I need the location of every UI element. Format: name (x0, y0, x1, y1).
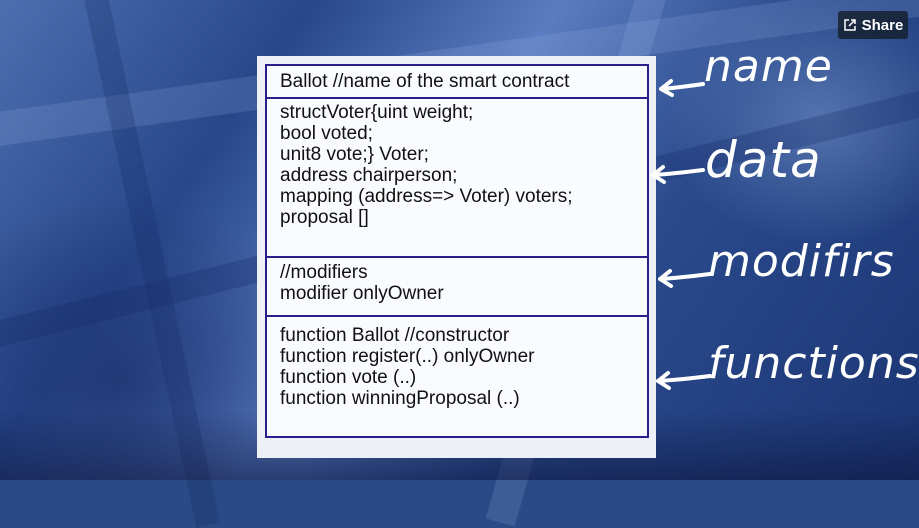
annotation-data: data (705, 131, 822, 189)
functions-arrow-icon (656, 371, 712, 390)
annotation-name: name (704, 41, 833, 92)
annotation-modifiers: modifirs (708, 236, 895, 287)
name-section: Ballot //name of the smart contract (267, 66, 647, 97)
share-label: Share (861, 16, 904, 34)
contract-diagram: Ballot //name of the smart contract stru… (265, 64, 649, 438)
data-line: proposal [] (280, 207, 369, 228)
share-icon (843, 19, 856, 31)
modifier-line: modifier onlyOwner (280, 283, 444, 304)
data-line: mapping (address=> Voter) voters; (280, 186, 573, 207)
name-line: Ballot //name of the smart contract (280, 71, 570, 92)
data-section: structVoter{uint weight; bool voted; uni… (267, 97, 647, 256)
data-arrow-icon (651, 165, 705, 184)
data-line: bool voted; (280, 123, 373, 144)
annotation-functions: functions (708, 338, 919, 389)
function-line: function register(..) onlyOwner (280, 346, 535, 367)
data-line: structVoter{uint weight; (280, 102, 474, 123)
function-line: function Ballot //constructor (280, 325, 510, 346)
modifiers-arrow-icon (658, 269, 712, 288)
modifier-line: //modifiers (280, 262, 368, 283)
data-line: unit8 vote;} Voter; (280, 144, 429, 165)
data-line: address chairperson; (280, 165, 458, 186)
function-line: function vote (..) (280, 367, 417, 388)
name-arrow-icon (659, 79, 705, 97)
function-line: function winningProposal (..) (280, 388, 520, 409)
function-section: function Ballot //constructor function r… (267, 315, 647, 436)
modifier-section: //modifiers modifier onlyOwner (267, 256, 647, 315)
share-button[interactable]: Share (838, 11, 908, 39)
